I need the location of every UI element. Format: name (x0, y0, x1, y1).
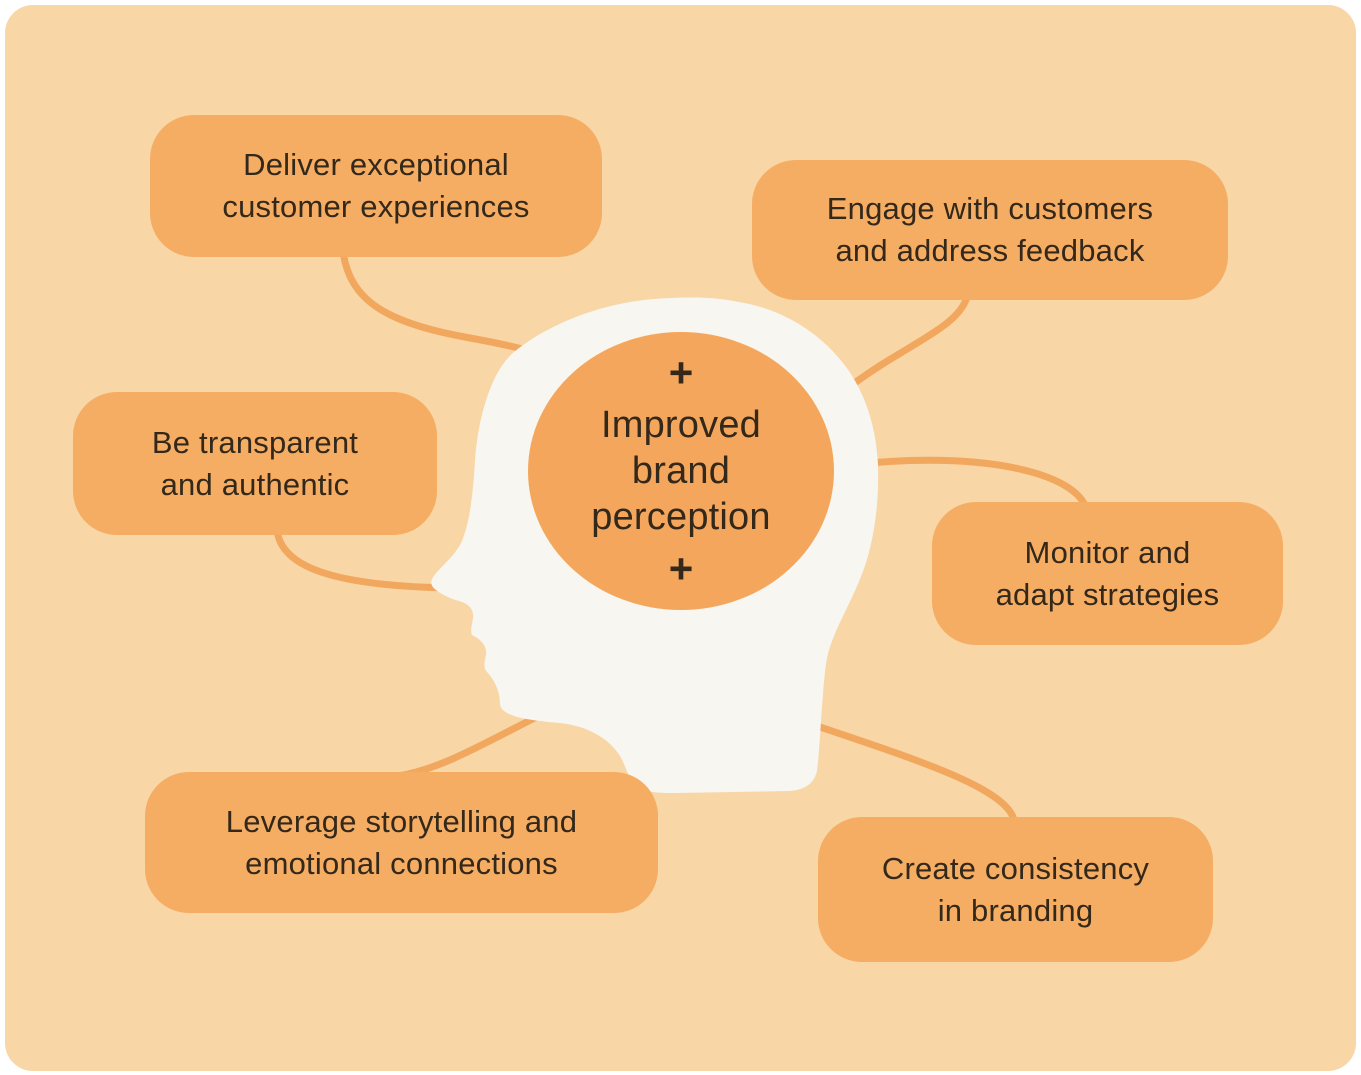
node-label-line: Monitor and (1024, 534, 1191, 570)
node-engage-with-customers: Engage with customers and address feedba… (752, 160, 1228, 300)
node-be-transparent-authentic: Be transparent and authentic (73, 392, 437, 535)
node-leverage-storytelling: Leverage storytelling and emotional conn… (145, 772, 658, 913)
center-topic-label: Improved brand perception (591, 402, 770, 540)
node-label-line: Create consistency (881, 850, 1150, 886)
center-line-2: brand (631, 450, 731, 492)
node-label-line: Deliver exceptional (243, 147, 509, 182)
node-label-line: Be transparent (151, 424, 359, 460)
plus-icon: + (668, 545, 694, 592)
connector-consistency (801, 718, 1018, 824)
node-monitor-adapt-strategies: Monitor and adapt strategies (932, 502, 1283, 645)
node-label-line: in branding (937, 892, 1094, 928)
connector-transparent (273, 526, 456, 592)
plus-icon: + (668, 349, 694, 396)
center-line-1: Improved (600, 404, 761, 446)
node-label-line: and address feedback (835, 233, 1145, 268)
center-topic: + Improved brand perception + (511, 351, 851, 591)
center-line-3: perception (591, 496, 771, 538)
node-deliver-exceptional-customer-experiences: Deliver exceptional customer experiences (150, 115, 602, 257)
node-label-line: and authentic (160, 466, 350, 502)
node-label-line: emotional connections (245, 845, 558, 881)
node-label-line: Leverage storytelling and (225, 803, 578, 839)
node-create-consistency-branding: Create consistency in branding (818, 817, 1213, 962)
node-label-line: Engage with customers (826, 191, 1154, 226)
connector-engage (848, 293, 971, 389)
connector-monitor (864, 456, 1090, 512)
node-label-line: adapt strategies (995, 576, 1220, 612)
brain-circle (528, 332, 834, 610)
node-label-line: customer experiences (222, 189, 530, 224)
